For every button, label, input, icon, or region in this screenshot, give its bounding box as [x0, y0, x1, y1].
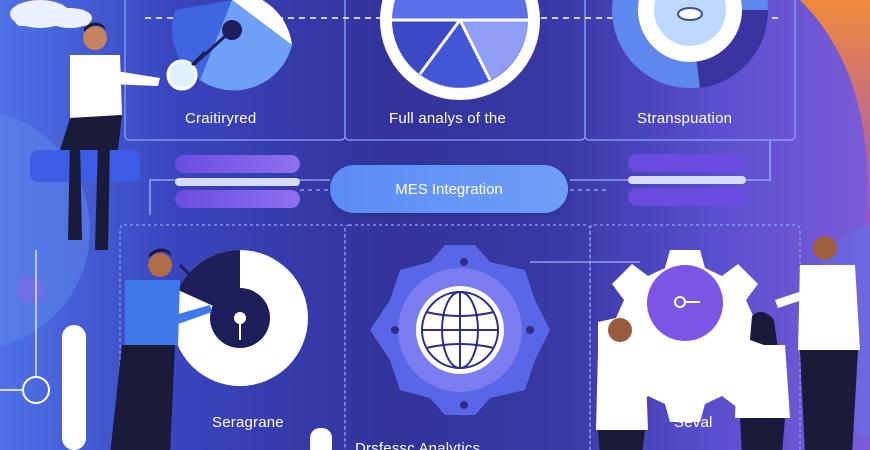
platform-block — [30, 150, 140, 182]
bottom-center-panel-label: Drsfessc Analytics — [355, 440, 481, 450]
person-team-1 — [596, 318, 648, 450]
person-team-2 — [698, 311, 790, 450]
globe-icon — [370, 245, 550, 415]
magnifier-icon — [166, 50, 207, 91]
top-panels — [124, 0, 796, 141]
mes-integration-pill[interactable]: MES Integration — [330, 165, 568, 213]
bottom-right-panel-label: Seval — [674, 414, 713, 431]
orange-arc — [800, 0, 870, 230]
pie-chart-icon — [171, 0, 292, 91]
top-left-panel-label: Craitiryred — [185, 110, 257, 127]
top-right-panel-label: Stranspuation — [637, 110, 733, 127]
top-center-panel-label: Full analys of the — [389, 110, 506, 127]
person-team-3 — [775, 236, 860, 450]
status-pills-right — [628, 154, 746, 206]
bar-decor-small — [310, 428, 332, 450]
mes-integration-label: MES Integration — [395, 180, 503, 198]
bar-decor — [62, 325, 86, 450]
status-pills-left — [175, 155, 300, 208]
pie-chart-icon-center — [380, 0, 540, 100]
person-analyst-seated — [60, 22, 160, 250]
donut-chart-icon — [612, 0, 769, 88]
cloud-icon — [10, 0, 92, 28]
person-presenter — [110, 248, 212, 450]
donut-chart-icon-bottom — [172, 250, 308, 386]
node-decor-left — [0, 250, 50, 404]
bottom-left-panel-label: Seragrane — [212, 414, 284, 431]
key-icon — [674, 296, 700, 308]
